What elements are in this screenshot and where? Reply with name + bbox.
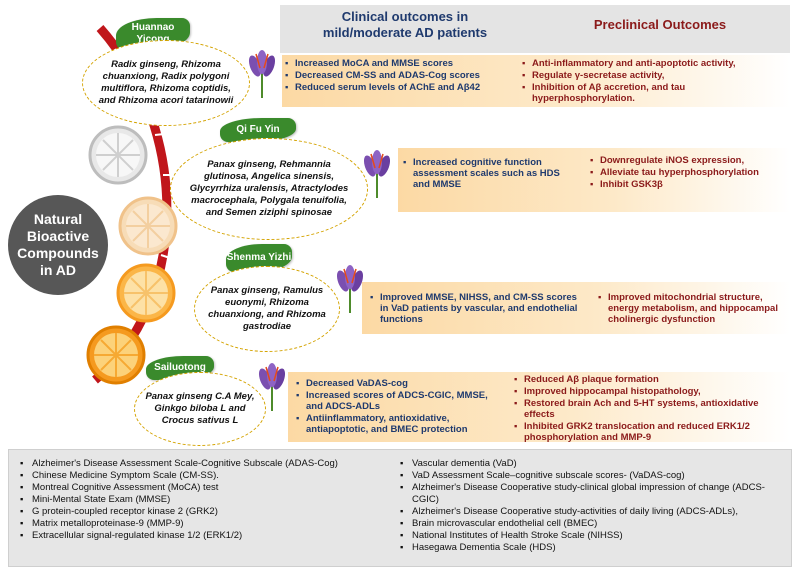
clinical-item: Increased MoCA and MMSE scores xyxy=(285,58,515,69)
glossary-item: Brain microvascular endothelial cell (BM… xyxy=(400,518,784,530)
preclinical-item: Improved hippocampal histopathology, xyxy=(514,386,786,397)
preclinical-item: Downregulate iNOS expression, xyxy=(590,155,780,166)
clinical-item: Increased cognitive function assessment … xyxy=(403,157,573,190)
preclinical-item: Inhibition of Aβ accretion, and tau hype… xyxy=(522,82,790,104)
clinical-outcomes: Increased cognitive function assessment … xyxy=(403,157,573,191)
saffron-flower-icon xyxy=(336,265,364,313)
glossary-item: Alzheimer's Disease Cooperative study-cl… xyxy=(400,482,784,505)
formula-name: Huannao Yicong xyxy=(131,22,175,45)
center-circle: Natural Bioactive Compounds in AD xyxy=(8,195,108,295)
preclinical-item: Alleviate tau hyperphosphorylation xyxy=(590,167,780,178)
glossary-item: G protein-coupled receptor kinase 2 (GRK… xyxy=(20,506,380,518)
glossary-item: Montreal Cognitive Assessment (MoCA) tes… xyxy=(20,482,380,494)
clinical-item: Increased scores of ADCS-CGIC, MMSE, and… xyxy=(296,390,506,412)
header-band xyxy=(280,5,790,53)
slice-orange-icon xyxy=(86,325,146,385)
clinical-item: Reduced serum levels of AChE and Aβ42 xyxy=(285,82,515,93)
ingredients-text: Panax ginseng C.A Mey, Ginkgo biloba L a… xyxy=(145,391,255,426)
ingredients-text: Panax ginseng, Rehmannia glutinosa, Ange… xyxy=(189,159,349,218)
preclinical-outcomes: Improved mitochondrial structure, energy… xyxy=(598,292,784,326)
saffron-flower-icon xyxy=(258,363,286,411)
center-label: Natural Bioactive Compounds in AD xyxy=(17,211,99,278)
glossary-item: Hasegawa Dementia Scale (HDS) xyxy=(400,542,784,554)
glossary-item: National Institutes of Health Stroke Sca… xyxy=(400,530,784,542)
ingredients-ellipse: Panax ginseng C.A Mey, Ginkgo biloba L a… xyxy=(134,372,266,446)
formula-name: Shenma Yizhi xyxy=(226,252,292,263)
glossary-item: Matrix metalloproteinase-9 (MMP-9) xyxy=(20,518,380,530)
preclinical-item: Inhibited GRK2 translocation and reduced… xyxy=(514,421,786,443)
glossary-right-column: Vascular dementia (VaD) VaD Assessment S… xyxy=(400,458,784,554)
clinical-item: Antiinflammatory, antioxidative, antiapo… xyxy=(296,413,506,435)
ingredients-ellipse: Panax ginseng, Rehmannia glutinosa, Ange… xyxy=(170,138,368,240)
saffron-flower-icon xyxy=(248,50,276,98)
preclinical-item: Regulate γ-secretase activity, xyxy=(522,70,790,81)
glossary-item: Extracellular signal-regulated kinase 1/… xyxy=(20,530,380,542)
clinical-outcomes: Increased MoCA and MMSE scores Decreased… xyxy=(285,58,515,94)
slice-pale-icon xyxy=(118,196,178,256)
clinical-outcomes: Decreased VaDAS-cog Increased scores of … xyxy=(296,378,506,436)
slice-white-icon xyxy=(88,125,148,185)
preclinical-outcomes: Downregulate iNOS expression, Alleviate … xyxy=(590,155,780,191)
ingredients-text: Panax ginseng, Ramulus euonymi, Rhizoma … xyxy=(208,285,326,332)
ingredients-ellipse: Radix ginseng, Rhizoma chuanxiong, Radix… xyxy=(82,40,250,126)
clinical-outcomes-title: Clinical outcomes in mild/moderate AD pa… xyxy=(322,9,488,40)
formula-name: Sailuotong xyxy=(154,362,206,373)
preclinical-item: Reduced Aβ plaque formation xyxy=(514,374,786,385)
glossary-item: VaD Assessment Scale–cognitive subscale … xyxy=(400,470,784,482)
ingredients-text: Radix ginseng, Rhizoma chuanxiong, Radix… xyxy=(98,59,234,106)
formula-name: Qi Fu Yin xyxy=(236,124,280,135)
clinical-outcomes: Improved MMSE, NIHSS, and CM-SS scores i… xyxy=(370,292,580,326)
glossary-item: Alzheimer's Disease Assessment Scale-Cog… xyxy=(20,458,380,470)
clinical-item: Decreased CM-SS and ADAS-Cog scores xyxy=(285,70,515,81)
preclinical-item: Improved mitochondrial structure, energy… xyxy=(598,292,784,325)
preclinical-outcomes-title: Preclinical Outcomes xyxy=(593,17,727,32)
clinical-item: Improved MMSE, NIHSS, and CM-SS scores i… xyxy=(370,292,580,325)
glossary-item: Mini-Mental State Exam (MMSE) xyxy=(20,494,380,506)
preclinical-item: Anti-inflammatory and anti-apoptotic act… xyxy=(522,58,790,69)
glossary-item: Chinese Medicine Symptom Scale (CM-SS). xyxy=(20,470,380,482)
glossary-left-column: Alzheimer's Disease Assessment Scale-Cog… xyxy=(20,458,380,542)
preclinical-item: Inhibit GSK3β xyxy=(590,179,780,190)
glossary-item: Alzheimer's Disease Cooperative study-ac… xyxy=(400,506,784,518)
glossary-item: Vascular dementia (VaD) xyxy=(400,458,784,470)
slice-light-orange-icon xyxy=(116,263,176,323)
saffron-flower-icon xyxy=(363,150,391,198)
preclinical-item: Restored brain Ach and 5-HT systems, ant… xyxy=(514,398,786,420)
ingredients-ellipse: Panax ginseng, Ramulus euonymi, Rhizoma … xyxy=(194,266,340,352)
preclinical-outcomes: Anti-inflammatory and anti-apoptotic act… xyxy=(522,58,790,105)
clinical-item: Decreased VaDAS-cog xyxy=(296,378,506,389)
preclinical-outcomes: Reduced Aβ plaque formation Improved hip… xyxy=(514,374,786,444)
